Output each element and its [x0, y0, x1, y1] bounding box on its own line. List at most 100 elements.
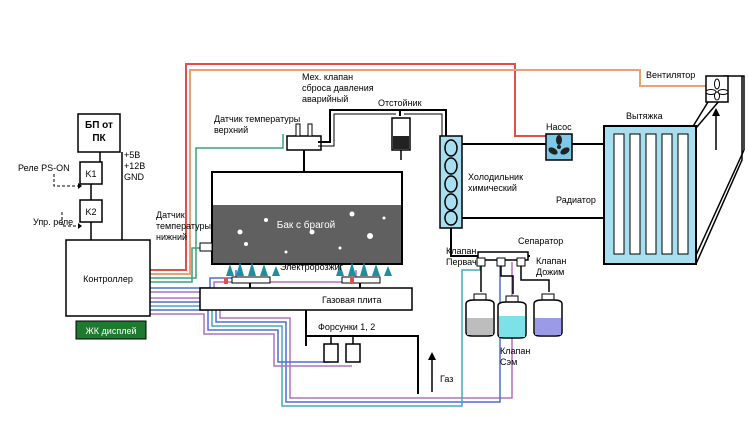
nozzle-1 — [323, 343, 339, 363]
relay-k2-label: K2 — [85, 207, 96, 217]
svg-text:Газовая плита: Газовая плита — [322, 295, 382, 305]
svg-text:Датчик температуры: Датчик температуры — [214, 114, 300, 124]
tank-bubbles — [237, 182, 386, 254]
svg-text:K2: K2 — [85, 207, 96, 217]
svg-text:Мех. клапан: Мех. клапан — [302, 72, 353, 82]
nozzles-label: Форсунки 1, 2 — [318, 322, 375, 332]
sensor-top — [286, 135, 322, 151]
wire-cyan — [150, 262, 481, 407]
power-supply-label-2: ПК — [92, 133, 106, 144]
svg-text:Дожим: Дожим — [536, 267, 564, 277]
gas-pipe — [305, 310, 419, 394]
voltage-12v: +12В — [124, 161, 145, 171]
valve-first-label-2: Первач — [446, 257, 477, 267]
nozzle-2 — [345, 343, 361, 363]
svg-text:Насос: Насос — [546, 122, 572, 132]
svg-text:Радиатор: Радиатор — [556, 195, 596, 205]
igniters-label: Электророзжиг — [280, 262, 344, 272]
gas-stove-label: Газовая плита — [322, 295, 382, 305]
fan-icon — [705, 78, 729, 101]
sensor-bottom-label-2: температуры — [156, 221, 211, 231]
lcd-display — [75, 320, 147, 340]
svg-text:Электророзжиг: Электророзжиг — [280, 262, 344, 272]
sensor-top-label-2: верхний — [214, 125, 248, 135]
wire-green-top — [150, 134, 284, 279]
voltage-5v: +5В — [124, 150, 140, 160]
burner-left — [231, 276, 271, 284]
cooler — [439, 135, 463, 229]
svg-text:+5В: +5В — [124, 150, 140, 160]
svg-text:Контроллер: Контроллер — [83, 274, 133, 284]
wire-orange — [150, 69, 708, 275]
mech-valve-label-2: сброса давления — [302, 83, 374, 93]
pump-icon — [548, 135, 570, 155]
svg-text:Сэм: Сэм — [500, 357, 517, 367]
svg-text:Клапан: Клапан — [536, 256, 566, 266]
radiator-label: Радиатор — [556, 195, 596, 205]
sensor-bottom-label-3: нижний — [156, 232, 187, 242]
svg-text:+12В: +12В — [124, 161, 145, 171]
pump-label: Насос — [546, 122, 572, 132]
svg-text:ПК: ПК — [92, 133, 106, 144]
sensor-bottom — [199, 242, 213, 252]
cooler-label-2: химический — [468, 183, 517, 193]
valve-first-label-1: Клапан — [446, 246, 476, 256]
svg-text:Клапан: Клапан — [446, 246, 476, 256]
valve-press-label-2: Дожим — [536, 267, 564, 277]
power-supply-label-1: БП от — [85, 120, 113, 131]
relay-k1-label: K1 — [85, 169, 96, 179]
svg-text:Форсунки 1, 2: Форсунки 1, 2 — [318, 322, 375, 332]
wire-blue-1 — [150, 270, 237, 289]
svg-text:БП от: БП от — [85, 120, 113, 131]
svg-text:Отстойник: Отстойник — [378, 98, 422, 108]
svg-text:Первач: Первач — [446, 257, 477, 267]
wire-red — [150, 63, 548, 271]
sensor-top-label-1: Датчик температуры — [214, 114, 300, 124]
separator-label: Сепаратор — [518, 236, 563, 246]
valve-sem-label-2: Сэм — [500, 357, 517, 367]
flames — [226, 262, 392, 276]
hood-label: Вытяжка — [626, 111, 663, 121]
tank-label: Бак с брагой — [277, 219, 335, 231]
svg-text:сброса давления: сброса давления — [302, 83, 374, 93]
svg-text:Вытяжка: Вытяжка — [626, 111, 663, 121]
controller-label: Контроллер — [83, 274, 133, 284]
fan-label: Вентилятор — [646, 70, 695, 80]
svg-text:Сепаратор: Сепаратор — [518, 236, 563, 246]
svg-text:ЖК дисплей: ЖК дисплей — [86, 326, 137, 336]
svg-text:Реле PS-ON: Реле PS-ON — [18, 163, 70, 173]
mech-valve-label-3: аварийный — [302, 94, 348, 104]
svg-text:нижний: нижний — [156, 232, 187, 242]
relay-ps-on-label: Реле PS-ON — [18, 163, 70, 173]
svg-text:Датчик: Датчик — [156, 210, 185, 220]
wire-green-bottom — [150, 247, 212, 283]
svg-text:химический: химический — [468, 183, 517, 193]
jar-first — [465, 293, 495, 337]
valve-sem-label-1: Клапан — [500, 346, 530, 356]
wire-blue-3 — [150, 309, 330, 363]
power-supply-box — [77, 113, 121, 153]
svg-text:Бак с брагой: Бак с брагой — [277, 219, 335, 231]
svg-text:GND: GND — [124, 172, 145, 182]
sensor-bottom-label-1: Датчик — [156, 210, 185, 220]
svg-text:температуры: температуры — [156, 221, 211, 231]
controller-box — [65, 239, 151, 317]
svg-text:Холодильник: Холодильник — [468, 172, 523, 182]
mech-valve-label-1: Мех. клапан — [302, 72, 353, 82]
svg-text:Упр. реле: Упр. реле — [33, 217, 73, 227]
jar-press — [533, 293, 563, 337]
jar-sem — [497, 295, 527, 339]
svg-text:Вентилятор: Вентилятор — [646, 70, 695, 80]
gas-label: Газ — [440, 374, 453, 384]
svg-text:K1: K1 — [85, 169, 96, 179]
lcd-label: ЖК дисплей — [86, 326, 137, 336]
voltage-gnd: GND — [124, 172, 145, 182]
wire-purple-3 — [150, 313, 352, 367]
cooler-label-1: Холодильник — [468, 172, 523, 182]
control-relay-label: Упр. реле — [33, 217, 73, 227]
svg-text:верхний: верхний — [214, 125, 248, 135]
burner-right — [341, 276, 381, 284]
settler-label: Отстойник — [378, 98, 422, 108]
svg-text:Газ: Газ — [440, 374, 453, 384]
